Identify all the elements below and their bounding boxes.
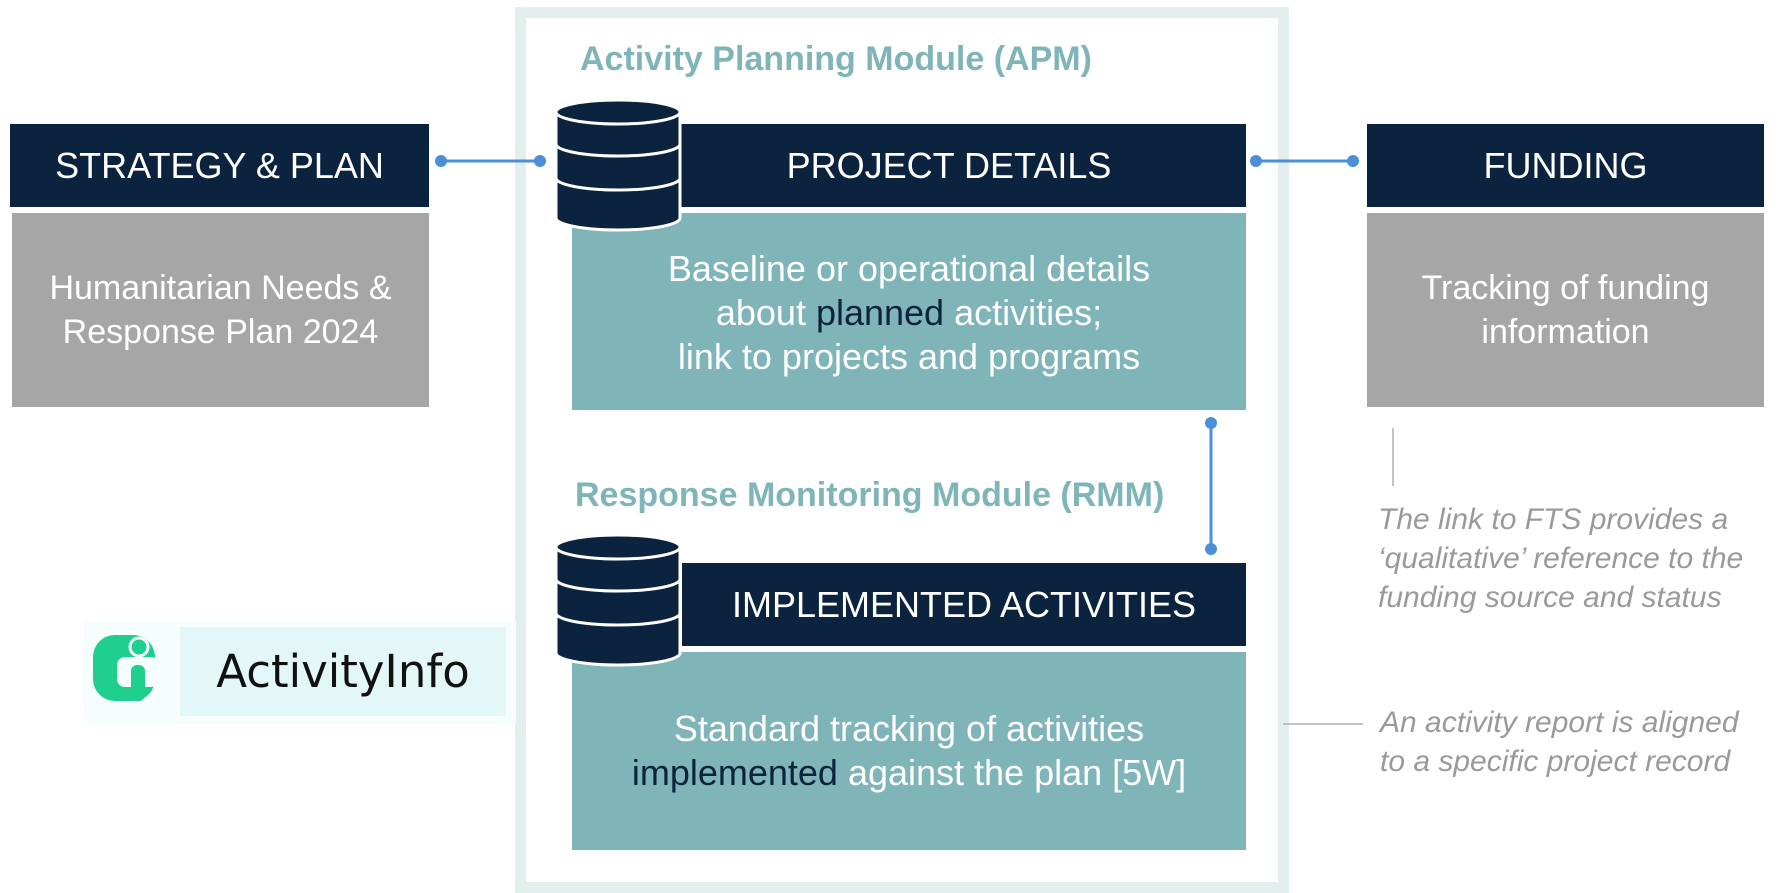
project-details-line2-post: activities; [944,291,1103,333]
funding-header: FUNDING [1367,124,1764,207]
implemented-activities-header: IMPLEMENTED ACTIVITIES [682,563,1246,646]
database-icon [554,533,682,667]
project-details-header: PROJECT DETAILS [572,124,1246,207]
project-details-line1: Baseline or operational details [667,247,1151,289]
connector-project-funding [1250,155,1359,167]
fts-note-line2: ‘qualitative’ reference to the [1378,542,1744,575]
fts-note-line1: The link to FTS provides a [1378,503,1729,536]
strategy-header-label: STRATEGY & PLAN [55,144,384,186]
strategy-body: Humanitarian Needs & Response Plan 2024 [12,213,429,407]
connector-project-implemented [1205,417,1217,555]
connector-strategy-project [435,155,546,167]
activity-report-note-line1: An activity report is aligned [1380,706,1739,739]
fts-note: The link to FTS provides a ‘qualitative’… [1378,500,1783,617]
activity-report-note: An activity report is aligned to a speci… [1380,703,1785,781]
activityinfo-logo-icon [93,635,159,701]
module-frame [515,7,1289,893]
project-details-line2: about planned activities; [716,291,1102,335]
implemented-activities-line2: implemented against the plan [5W] [632,751,1186,795]
activityinfo-logo: ActivityInfo [83,621,516,724]
strategy-body-line1: Humanitarian Needs & [49,269,392,307]
activity-report-note-line2: to a specific project record [1380,745,1731,778]
implemented-activities-header-label: IMPLEMENTED ACTIVITIES [731,583,1197,625]
funding-body-line1: Tracking of funding [1421,269,1710,307]
planned-highlight: planned [815,291,945,333]
rmm-title: Response Monitoring Module (RMM) [575,476,1165,514]
project-details-line3: link to projects and programs [677,335,1141,377]
project-details-header-label: PROJECT DETAILS [786,144,1112,186]
funding-body: Tracking of funding information [1367,213,1764,407]
strategy-header: STRATEGY & PLAN [10,124,429,207]
implemented-activities-body: Standard tracking of activities implemen… [572,652,1246,850]
project-details-body: Baseline or operational details about pl… [572,213,1246,410]
implemented-activities-line2-post: against the plan [5W] [837,752,1187,793]
strategy-body-line2: Response Plan 2024 [62,313,379,351]
fts-note-line3: funding source and status [1378,581,1722,614]
activityinfo-wordmark: ActivityInfo [216,645,470,698]
activityinfo-wordmark-box: ActivityInfo [180,627,506,716]
funding-body-line2: information [1481,313,1650,351]
database-icon [554,98,682,232]
apm-title: Activity Planning Module (APM) [580,40,1092,78]
project-details-line2-pre: about [715,291,816,333]
implemented-activities-line1: Standard tracking of activities [673,708,1145,749]
implemented-highlight: implemented [631,752,838,793]
funding-header-label: FUNDING [1483,144,1648,186]
